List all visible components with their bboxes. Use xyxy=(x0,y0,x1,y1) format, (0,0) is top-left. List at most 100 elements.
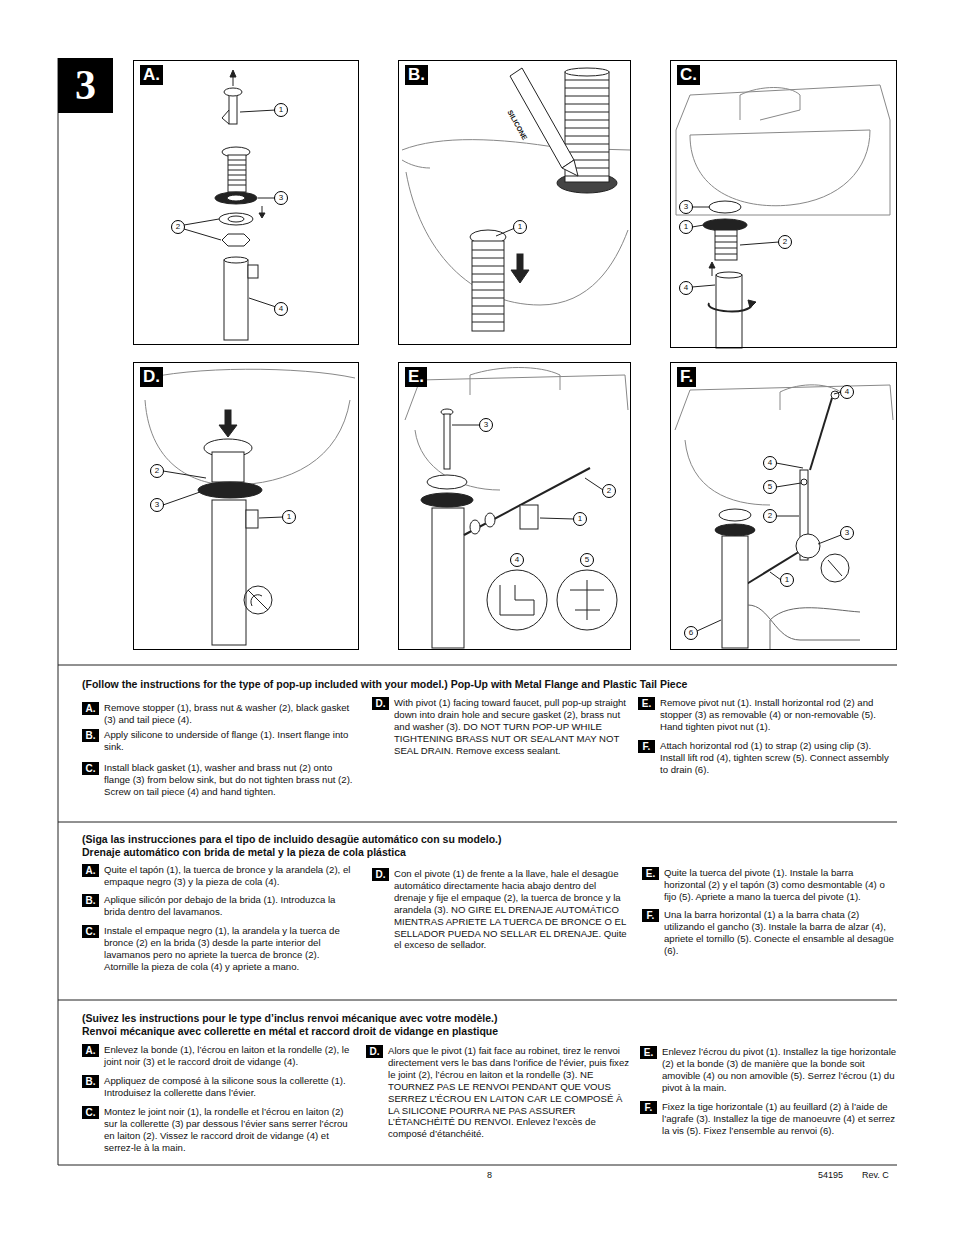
instruction-item: E.Quite la tuerca del pivote (1). Instal… xyxy=(642,867,897,903)
step-letter: B. xyxy=(82,729,99,742)
callout-text: 3 xyxy=(151,499,163,511)
callout-number: 2 xyxy=(150,464,164,478)
footer-text: Rev. C xyxy=(862,1170,889,1180)
callout-text: 1 xyxy=(275,104,287,116)
figure-panel: D. 2 3 1 xyxy=(133,362,359,650)
figure-panel: A.1324 xyxy=(133,60,359,345)
step-letter: C. xyxy=(82,925,99,938)
instruction-item: F.Fixez la tige horizontale (1) au feuil… xyxy=(640,1101,897,1137)
instruction-item: B.Appliquez de composé à la silicone sou… xyxy=(82,1075,355,1099)
callout-number: 4 xyxy=(274,302,288,316)
callout-number: 2 xyxy=(602,484,616,498)
step-letter: D. xyxy=(372,868,389,881)
instruction-item: F. Una la barra horizontal (1) a la barra… xyxy=(642,909,897,957)
callout-number: 4 xyxy=(510,553,524,567)
step-letter: E. xyxy=(640,1046,657,1059)
instruction-item: A. Remove stopper (1), brass nut & washer… xyxy=(82,702,355,726)
instruction-text: Remove pivot nut (1). Install horizontal… xyxy=(660,697,897,733)
instruction-text: With pivot (1) facing toward faucet, pul… xyxy=(394,697,630,757)
callout-text: 3 xyxy=(275,192,287,204)
instruction-text: Una la barra horizontal (1) a la barra c… xyxy=(664,909,897,957)
callout-text: 3 xyxy=(480,419,492,431)
callout-number: 2 xyxy=(778,235,792,249)
callout-number: 1 xyxy=(573,512,587,526)
callout-text: 6 xyxy=(685,627,697,639)
instruction-item: C. Instale el empaque negro (1), la arand… xyxy=(82,925,355,973)
callout-number: 4 xyxy=(840,385,854,399)
instruction-text: Aplique silicón por debajo de la brida (… xyxy=(104,894,355,918)
callout-number: 2 xyxy=(171,220,185,234)
callout-number: 4 xyxy=(679,281,693,295)
instruction-item: B. Aplique silicón por debajo de la brida… xyxy=(82,894,355,918)
callout-number: 3 xyxy=(150,498,164,512)
step-letter: F. xyxy=(642,909,659,922)
instruction-item: E.Remove pivot nut (1). Install horizont… xyxy=(638,697,897,733)
callout-number: 1 xyxy=(513,220,527,234)
instruction-text: Remove stopper (1), brass nut & washer (… xyxy=(104,702,355,726)
figure-panel: B. 1 xyxy=(398,60,631,345)
callout-text: 1 xyxy=(574,513,586,525)
instruction-text: Enlevez l’écrou du pivot (1). Installez … xyxy=(662,1046,897,1094)
callout-text: 4 xyxy=(841,386,853,398)
instruction-text: Instale el empaque negro (1), la arandel… xyxy=(104,925,355,973)
footer-text: 54195 xyxy=(818,1170,843,1180)
callout-number: 2 xyxy=(763,509,777,523)
callout-text: 4 xyxy=(275,303,287,315)
callout-number: 3 xyxy=(840,526,854,540)
callout-text: 1 xyxy=(283,511,295,523)
section-heading: (Suivez les instructions pour le type d’… xyxy=(82,1012,497,1024)
step-letter: F. xyxy=(638,740,655,753)
callout-text: 3 xyxy=(841,527,853,539)
step-letter: E. xyxy=(642,867,659,880)
instruction-text: Install black gasket (1), washer and bra… xyxy=(104,762,355,798)
callout-text: 2 xyxy=(764,510,776,522)
step-letter: D. xyxy=(372,697,389,710)
instruction-text: Fixez la tige horizontale (1) au feuilla… xyxy=(662,1101,897,1137)
step-letter: C. xyxy=(82,762,99,775)
panel-letter: D. xyxy=(140,367,163,387)
callout-number: 1 xyxy=(274,103,288,117)
instruction-item: D.Alors que le pivot (1) fait face au ro… xyxy=(366,1045,630,1141)
callout-number: 5 xyxy=(580,553,594,567)
callout-text: 1 xyxy=(514,221,526,233)
callout-number: 1 xyxy=(282,510,296,524)
callout-text: 4 xyxy=(764,457,776,469)
callout-text: 2 xyxy=(151,465,163,477)
step-letter: A. xyxy=(82,864,99,877)
section-heading: (Follow the instructions for the type of… xyxy=(82,678,687,690)
instruction-text: Apply silicone to underside of flange (1… xyxy=(104,729,355,753)
section-heading: Drenaje automático con brida de metal y … xyxy=(82,846,406,858)
callout-text: 5 xyxy=(581,554,593,566)
instruction-item: A.Quite el tapón (1), la tuerca de bronc… xyxy=(82,864,355,888)
section-heading: (Siga las instrucciones para el tipo de … xyxy=(82,833,502,845)
step-letter: C. xyxy=(82,1106,99,1119)
section-heading: Renvoi mécanique avec collerette en méta… xyxy=(82,1025,498,1037)
callout-text: 2 xyxy=(779,236,791,248)
callout-number: 1 xyxy=(679,220,693,234)
instruction-item: A.Enlevez la bonde (1), l’écrou en laito… xyxy=(82,1044,355,1068)
callout-number: 1 xyxy=(780,573,794,587)
panel-letter: C. xyxy=(677,65,700,85)
callout-text: 4 xyxy=(511,554,523,566)
instruction-text: Appliquez de composé à la silicone sous … xyxy=(104,1075,355,1099)
panel-letter: F. xyxy=(677,367,696,387)
instruction-item: D. Con el pivote (1) de frente a la llave… xyxy=(372,868,630,952)
instruction-text: Con el pivote (1) de frente a la llave, … xyxy=(394,868,630,951)
instruction-item: F. Attach horizontal rod (1) to strap (2)… xyxy=(638,740,897,776)
callout-number: 3 xyxy=(479,418,493,432)
step-letter: B. xyxy=(82,894,99,907)
step-letter: A. xyxy=(82,702,99,715)
callout-number: 5 xyxy=(763,480,777,494)
callout-text: 2 xyxy=(172,221,184,233)
step-text: 3 xyxy=(58,58,113,113)
callout-text: 4 xyxy=(680,282,692,294)
callout-text: 1 xyxy=(680,221,692,233)
callout-text: 2 xyxy=(603,485,615,497)
callout-number: 3 xyxy=(274,191,288,205)
instruction-item: E. Enlevez l’écrou du pivot (1). Installe… xyxy=(640,1046,897,1094)
instruction-text: Attach horizontal rod (1) to strap (2) u… xyxy=(660,740,897,776)
callout-text: 5 xyxy=(764,481,776,493)
step-letter: D. xyxy=(366,1045,383,1058)
panel-letter: B. xyxy=(405,65,428,85)
